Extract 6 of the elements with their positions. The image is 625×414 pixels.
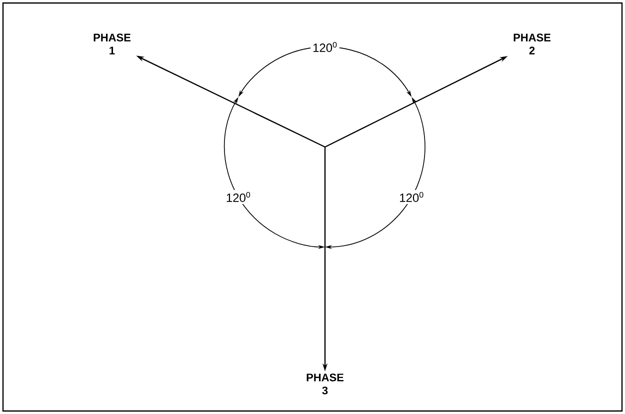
- angle-label: 120$^{0}$: [224, 190, 253, 204]
- phase-label: PHASE 3: [306, 374, 344, 394]
- phase-label: PHASE 2: [514, 34, 550, 54]
- phase-label: PHASE 1: [94, 34, 131, 54]
- angle-label: 120$^{0}$: [397, 190, 426, 204]
- angle-label: 120$^{0}$: [310, 40, 340, 54]
